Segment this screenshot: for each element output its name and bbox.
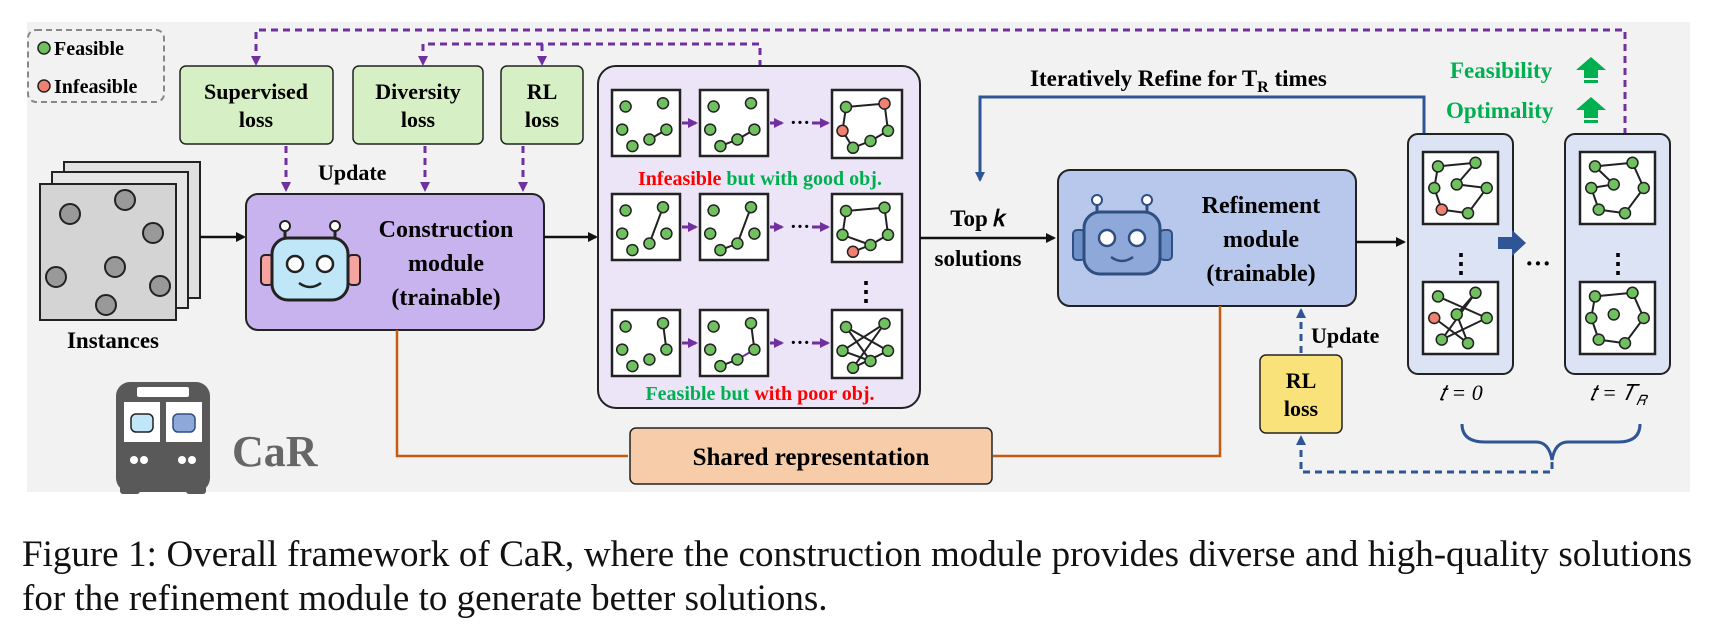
svg-text:RL: RL [1286, 368, 1317, 393]
top-k-label: Top 𝑘 [950, 206, 1007, 231]
svg-text:module: module [408, 251, 484, 277]
legend-feasible-label: Feasible [54, 38, 124, 60]
svg-text:Construction: Construction [379, 217, 514, 243]
ellipsis: ··· [790, 332, 810, 354]
iterative-refine-arrow [975, 95, 1426, 182]
car-logo-text: CaR [232, 427, 319, 476]
refined-grid-t0-top [1421, 150, 1500, 226]
horizontal-ellipsis: ··· [1525, 249, 1551, 278]
legend-feasible-dot [37, 41, 51, 55]
figure-caption: Figure 1: Overall framework of CaR, wher… [22, 534, 1692, 619]
mini-grid-step2 [698, 88, 770, 158]
refinement-module: Refinement module (trainable) [1057, 169, 1357, 307]
update-label-bottom: Update [1311, 323, 1380, 348]
right-arrow-icon [1498, 230, 1526, 256]
feasibility-up-arrow-icon [1576, 57, 1606, 83]
mini-grid-step1 [610, 192, 682, 262]
rl-loss-box-top: RL loss [500, 65, 584, 145]
update-label-top: Update [318, 160, 387, 185]
refined-grid-tR-top [1578, 150, 1657, 226]
t-final-label: 𝑡 = 𝑇𝑅 [1590, 380, 1648, 409]
solutions-label: solutions [935, 246, 1022, 271]
legend-infeasible-dot [37, 79, 51, 93]
mini-grid-step2 [698, 308, 770, 378]
legend: Feasible Infeasible [27, 29, 165, 103]
t-zero-label: 𝑡 = 0 [1439, 380, 1482, 405]
robot-icon-construction [260, 220, 361, 302]
optimality-up-arrow-icon [1576, 97, 1606, 123]
svg-text:⋮: ⋮ [1605, 249, 1631, 278]
shared-representation-links [395, 306, 1222, 458]
svg-text:Diversity: Diversity [375, 79, 461, 104]
mini-grid-final [830, 88, 904, 160]
mini-grid-step2 [698, 192, 770, 262]
optimality-label: Optimality [1446, 98, 1554, 123]
car-logo-bus-icon [116, 382, 210, 494]
iterative-refine-label: Iteratively Refine for TR times [1030, 66, 1327, 96]
refined-grid-tR-bottom [1578, 280, 1657, 356]
candidate-solutions: ········· Infeasible but with good obj. … [597, 65, 921, 409]
svg-text:loss: loss [239, 107, 274, 132]
instances-label: Instances [67, 328, 159, 353]
brace-to-rl-loss-arrow [1296, 435, 1554, 474]
infeasible-good-obj-label: Infeasible but with good obj. [638, 168, 882, 190]
brace [1460, 423, 1642, 461]
feasible-poor-obj-label: Feasible but with poor obj. [645, 383, 874, 405]
svg-text:RL: RL [527, 79, 558, 104]
shared-representation-box: Shared representation [629, 427, 993, 485]
svg-text:module: module [1223, 227, 1299, 253]
diversity-loss-box: Diversity loss [352, 65, 484, 145]
legend-infeasible-label: Infeasible [54, 76, 137, 98]
svg-text:loss: loss [401, 107, 436, 132]
svg-text:(trainable): (trainable) [391, 285, 500, 311]
svg-text:(trainable): (trainable) [1206, 261, 1315, 287]
feasibility-label: Feasibility [1450, 58, 1553, 83]
vertical-ellipsis: ⋮ [853, 277, 879, 306]
svg-text:Shared representation: Shared representation [693, 444, 930, 471]
mini-grid-final [830, 192, 904, 264]
refined-grid-t0-bottom [1421, 280, 1500, 356]
ellipsis: ··· [790, 216, 810, 238]
mini-grid-final [830, 308, 904, 380]
svg-text:Supervised: Supervised [204, 79, 308, 104]
robot-icon-refinement [1072, 194, 1173, 276]
feedback-arrows-top [251, 28, 1627, 192]
rl-loss-box-bottom: RL loss [1259, 354, 1343, 434]
svg-text:loss: loss [525, 107, 560, 132]
svg-text:⋮: ⋮ [1448, 249, 1474, 278]
svg-text:loss: loss [1284, 396, 1319, 421]
mini-grid-step1 [610, 308, 682, 378]
ellipsis: ··· [790, 112, 810, 134]
mini-grid-step1 [610, 88, 682, 158]
construction-module: Construction module (trainable) [245, 193, 545, 331]
svg-text:Refinement: Refinement [1202, 193, 1321, 219]
supervised-loss-box: Supervised loss [179, 65, 334, 145]
instances-stack [39, 161, 201, 321]
